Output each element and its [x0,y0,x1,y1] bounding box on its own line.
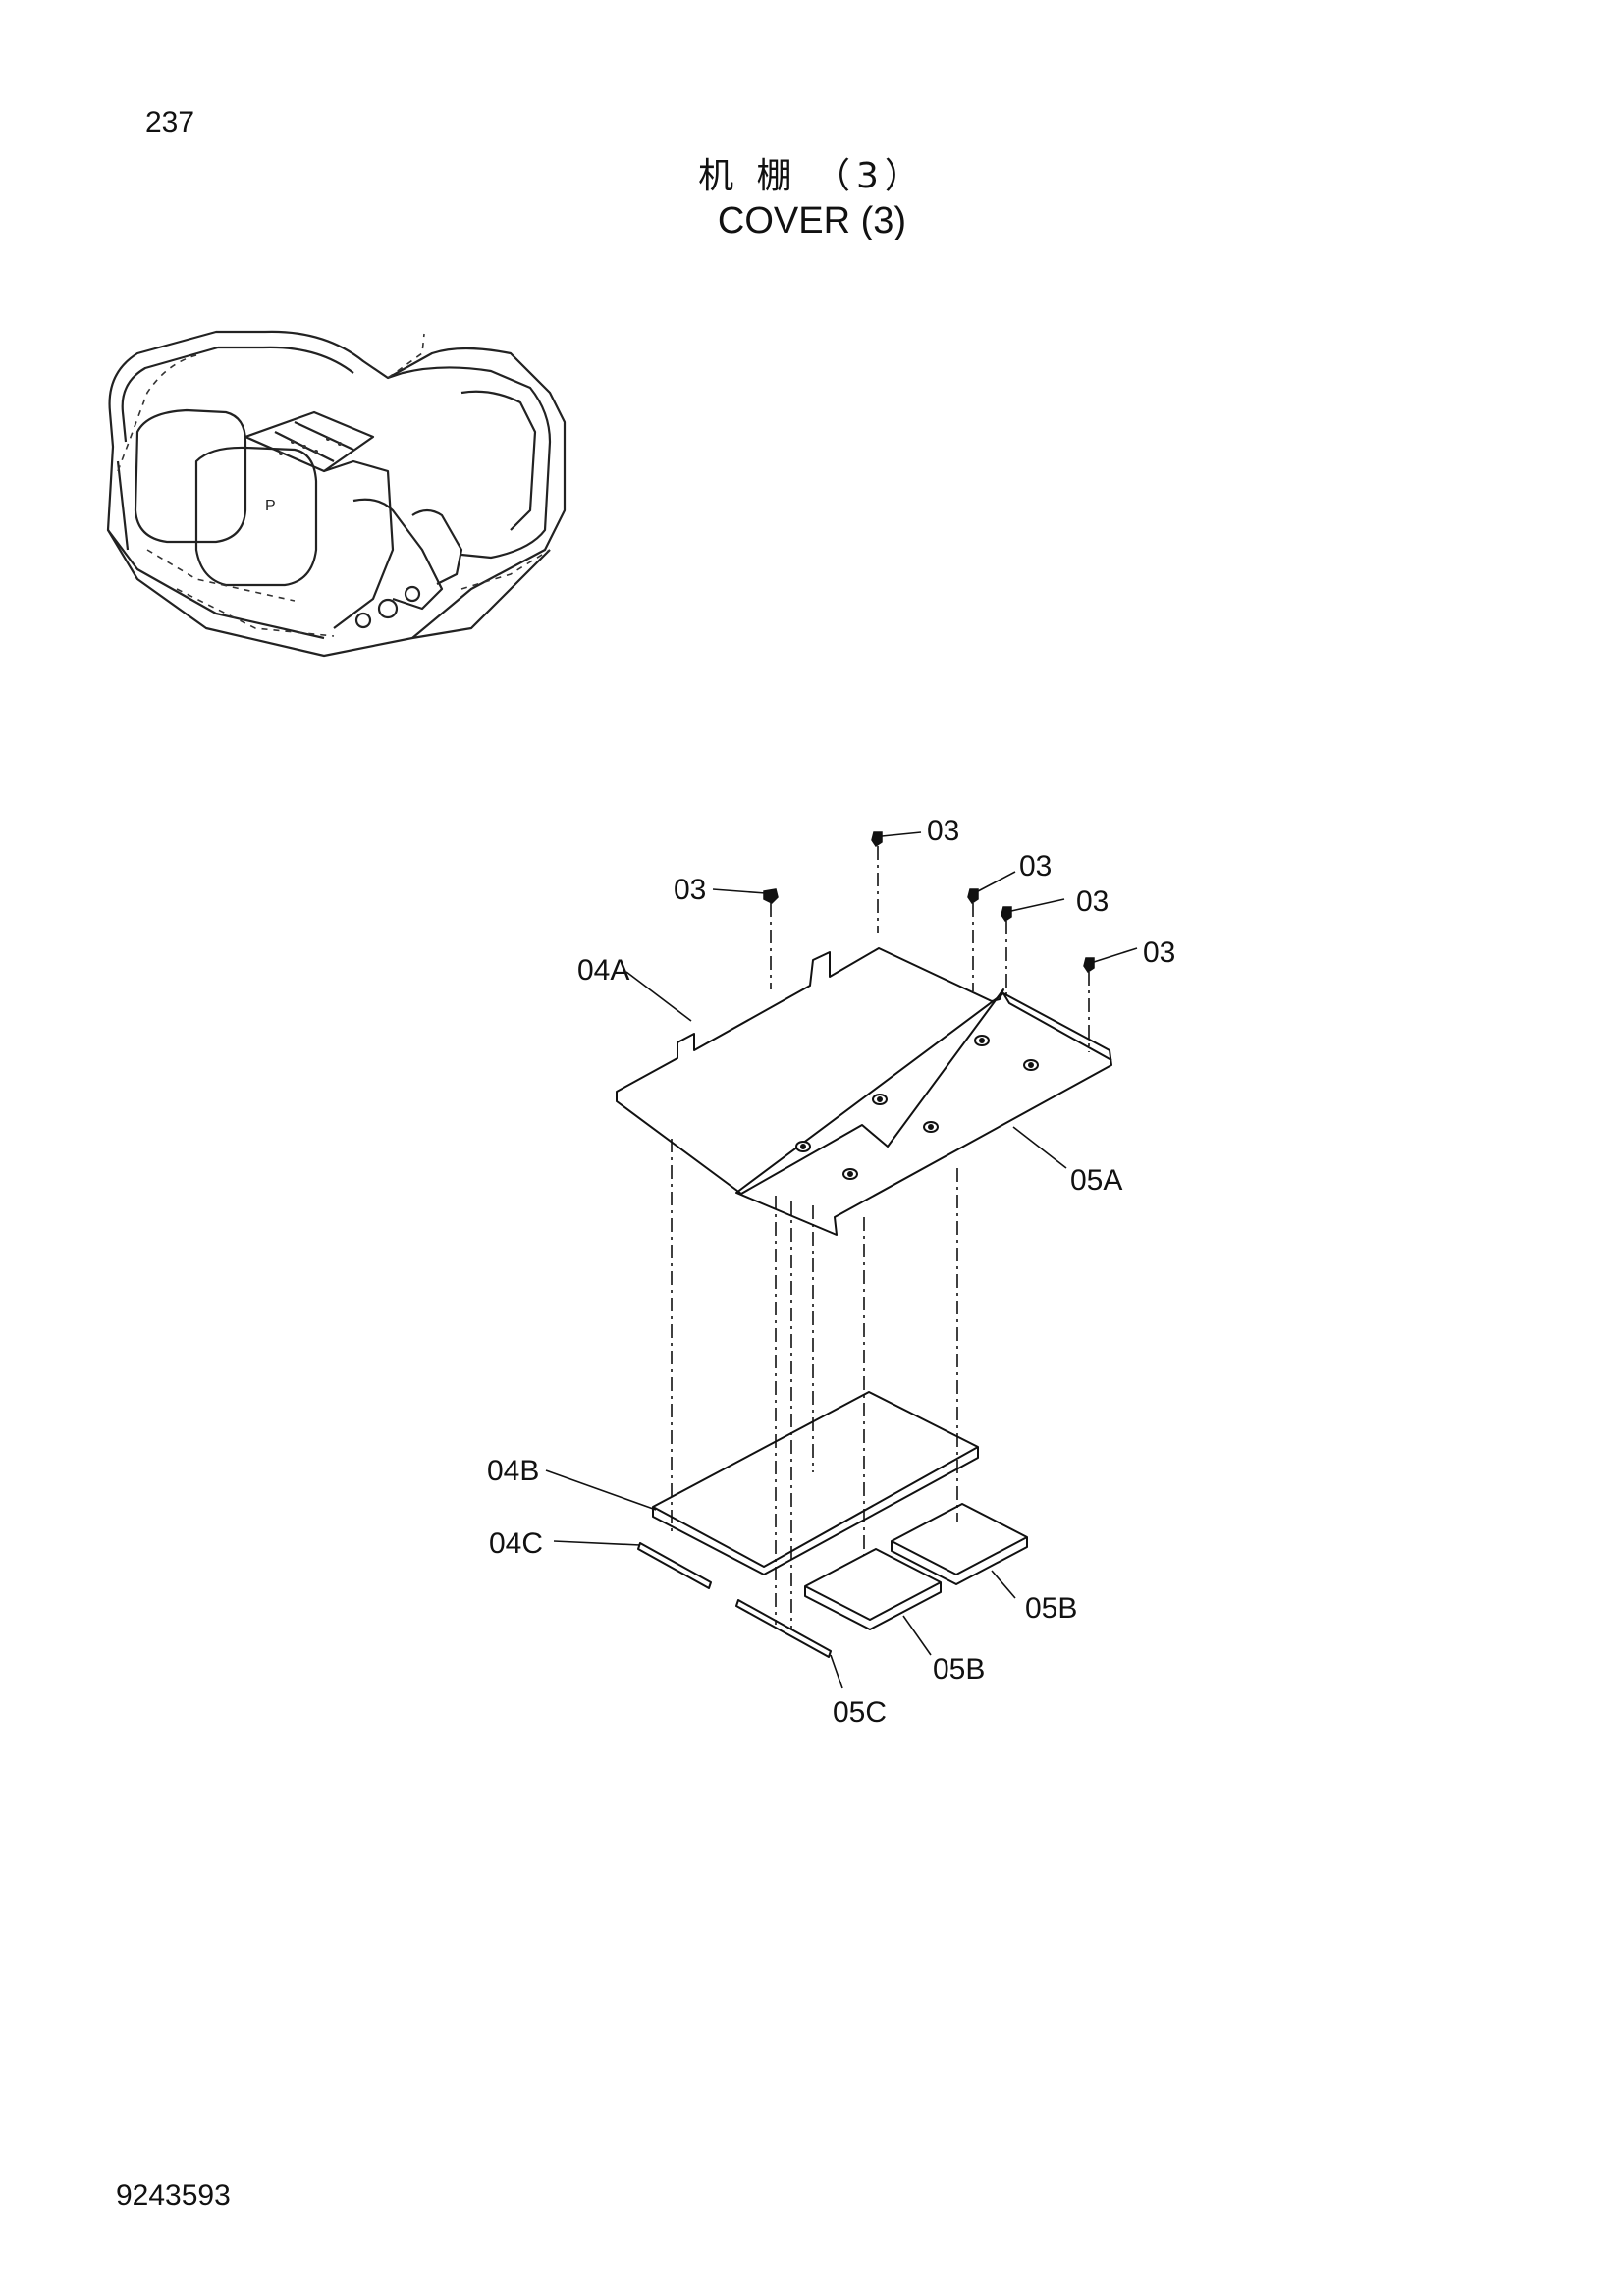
document-number: 9243593 [116,2179,231,2212]
svg-text:P: P [265,498,276,514]
callout-05a: 05A [1070,1164,1122,1197]
page-number: 237 [145,106,195,138]
callout-03-c: 03 [1019,850,1052,882]
page-title-chinese: 机 棚 （3） [698,156,926,196]
callout-03-e: 03 [1143,936,1175,969]
callout-05b-left: 05B [933,1653,985,1685]
callout-03-a: 03 [674,874,706,906]
callout-04a: 04A [577,954,629,987]
cover-plate-04a [616,947,1004,1195]
callout-03-b: 03 [927,815,959,847]
page-title-english: COVER (3) [717,200,907,241]
callout-05b-right: 05B [1025,1592,1077,1625]
pad-05b-right [891,1503,1028,1585]
pad-05b-left [804,1548,942,1630]
callout-05c: 05C [833,1696,887,1729]
callout-03-d: 03 [1076,885,1109,918]
pad-04b [652,1391,979,1575]
strip-05c [735,1599,832,1658]
callout-04c: 04C [489,1527,543,1560]
callout-04b: 04B [487,1455,539,1487]
strip-04c [637,1542,712,1589]
